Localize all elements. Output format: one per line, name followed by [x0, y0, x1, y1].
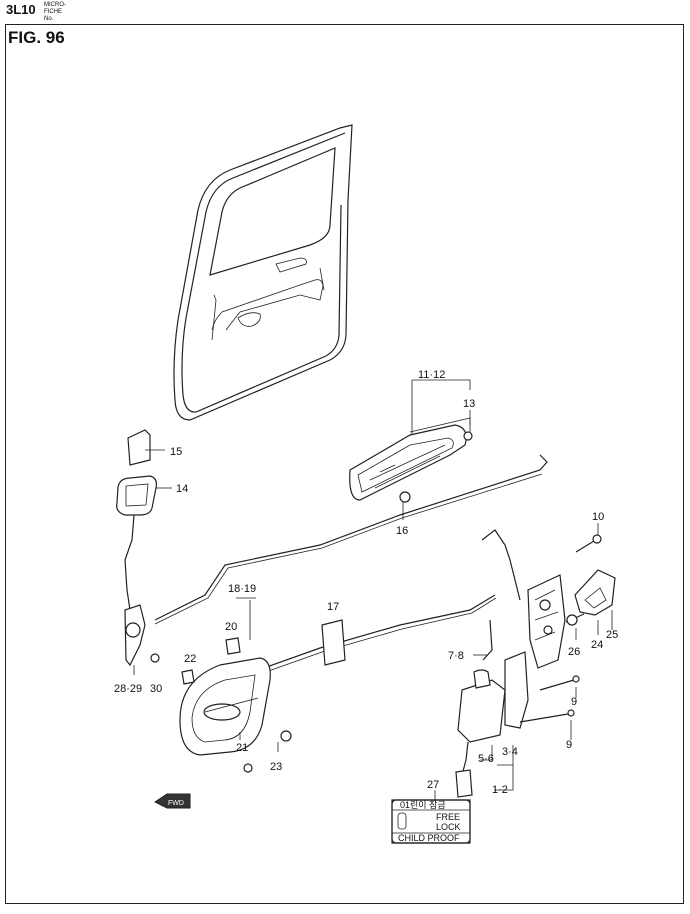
door-lock-actuator — [455, 669, 506, 798]
callout-30: 30 — [150, 683, 162, 695]
callout-9-lower: 9 — [566, 739, 572, 751]
callout-20: 20 — [225, 621, 237, 633]
door-lock-latch — [482, 574, 566, 729]
callout-7-8: 7·8 — [448, 650, 464, 662]
forward-arrow: FWD — [154, 793, 191, 809]
door-panel — [173, 124, 353, 421]
part-22-clip — [181, 669, 195, 685]
door-striker — [574, 569, 616, 616]
handle-clip — [399, 491, 411, 503]
callout-23: 23 — [270, 761, 282, 773]
micro-line-1: MICRO- — [44, 2, 66, 8]
callout-3-4: 3·4 — [502, 746, 518, 758]
callout-9-upper: 9 — [571, 696, 577, 708]
callout-11-12: 11·12 — [418, 369, 445, 381]
callout-21: 21 — [236, 742, 248, 754]
part-30-screw — [150, 653, 160, 663]
callout-28-29: 28·29 — [114, 683, 142, 695]
part-17-pad — [321, 619, 346, 666]
leader-lines — [133, 379, 613, 800]
callout-13: 13 — [463, 398, 475, 410]
handle-nut — [463, 431, 473, 441]
callout-5-6: 5·6 — [478, 753, 494, 765]
inside-lock-knob — [116, 429, 157, 667]
callout-10: 10 — [592, 511, 604, 523]
part-23-screw — [280, 730, 292, 742]
child-proof-free: FREE — [436, 812, 460, 822]
lock-rods — [154, 454, 548, 685]
callout-15: 15 — [170, 446, 182, 458]
callout-16: 16 — [396, 525, 408, 537]
part-21-screw — [243, 763, 253, 773]
micro-line-2: FICHE No. — [44, 9, 62, 22]
child-proof-footer: CHILD PROOF — [398, 833, 460, 843]
figure-frame — [5, 24, 684, 904]
model-code: 3L10 — [6, 2, 36, 17]
callout-14: 14 — [176, 483, 188, 495]
small-parts — [150, 619, 346, 773]
microfiche-label: MICRO- FICHE No. — [44, 2, 66, 23]
callout-labels: 11·12 13 15 14 16 10 18·19 17 20 22 28·2… — [114, 369, 618, 796]
fwd-text: FWD — [168, 800, 184, 807]
callout-18-19: 18·19 — [228, 583, 256, 595]
child-proof-lock: LOCK — [436, 822, 461, 832]
callout-22: 22 — [184, 653, 196, 665]
callout-1-2: 1·2 — [492, 784, 508, 796]
callout-26: 26 — [568, 646, 580, 658]
part-20-clip — [225, 637, 241, 655]
callout-17: 17 — [327, 601, 339, 613]
child-proof-label: 01린이 잠금 FREE LOCK CHILD PROOF — [391, 799, 471, 844]
screws — [519, 534, 602, 723]
callout-27: 27 — [427, 779, 439, 791]
figure-title: FIG. 96 — [8, 28, 65, 47]
callout-24: 24 — [591, 639, 603, 651]
outside-door-handle — [349, 424, 473, 503]
child-proof-header: 01린이 잠금 — [400, 800, 446, 810]
callout-25: 25 — [606, 629, 618, 641]
inside-door-handle — [179, 657, 271, 756]
